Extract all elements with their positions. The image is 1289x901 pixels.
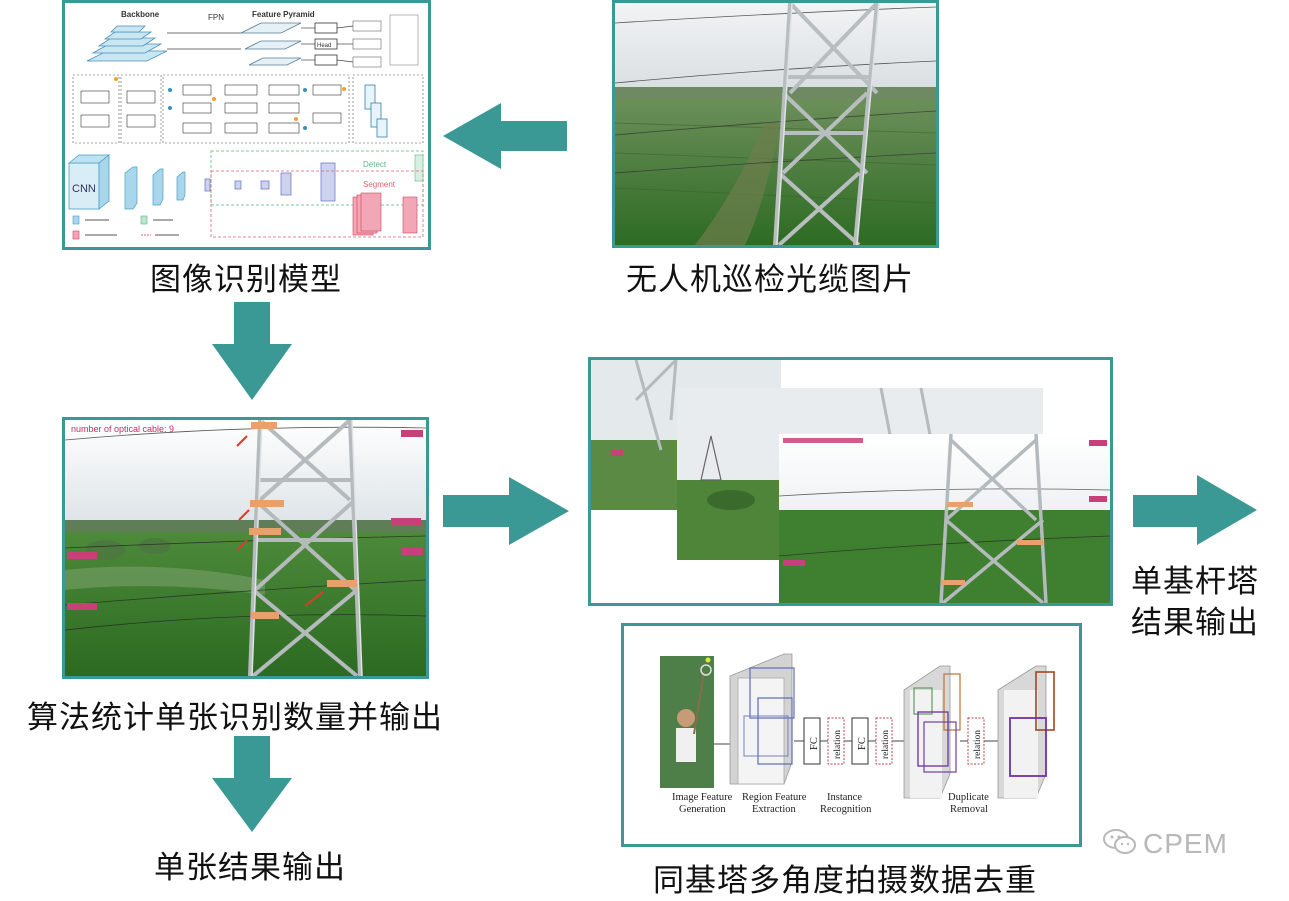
tennis-input-image bbox=[660, 656, 714, 788]
wechat-icon bbox=[1103, 828, 1137, 863]
detection-tags bbox=[67, 422, 423, 619]
detection-arrows bbox=[236, 435, 324, 607]
relation-label-1: relation bbox=[833, 730, 843, 759]
caption-image-feature-2: Generation bbox=[679, 804, 726, 815]
region-feature-map bbox=[729, 653, 795, 785]
segment-label: Segment bbox=[363, 180, 396, 189]
watermark-text: CPEM bbox=[1143, 828, 1228, 859]
fc-label-1: FC bbox=[809, 737, 820, 750]
caption-duplicate-2: Removal bbox=[950, 804, 988, 815]
model-architecture-panel: Backbone FPN Feature Pyramid Head bbox=[62, 0, 431, 250]
final-detections bbox=[997, 665, 1055, 799]
caption-region-feature-1: Region Feature bbox=[742, 792, 807, 803]
head-boxes: Head bbox=[314, 14, 419, 68]
detection-caption: number of optical cable: 9 bbox=[71, 424, 174, 434]
relation-label-3: relation bbox=[973, 730, 983, 759]
intermediate-detections bbox=[903, 665, 961, 799]
count-output-label: 算法统计单张识别数量并输出 bbox=[27, 700, 443, 736]
feature-pyramid-planes bbox=[240, 22, 302, 66]
model-label: 图像识别模型 bbox=[150, 262, 342, 298]
watermark: CPEM bbox=[1103, 828, 1228, 863]
arrow-right-1 bbox=[443, 477, 569, 545]
tower-result-label-1: 单基杆塔 bbox=[1131, 564, 1259, 600]
single-result-label: 单张结果输出 bbox=[154, 850, 346, 886]
relation-network-diagram: FC relation FC relation relation bbox=[660, 653, 1055, 815]
model-architecture-diagram: Backbone FPN Feature Pyramid Head bbox=[67, 10, 424, 240]
arrow-right-2 bbox=[1133, 475, 1257, 545]
model-legend bbox=[72, 215, 179, 240]
fpn-blocks bbox=[204, 162, 336, 202]
conv-blocks bbox=[124, 166, 186, 210]
head-label: Head bbox=[317, 43, 331, 49]
tower-result-label-2: 结果输出 bbox=[1131, 605, 1259, 641]
fc-label-2: FC bbox=[857, 737, 868, 750]
backbone-stack bbox=[86, 25, 168, 62]
fpn-label: FPN bbox=[208, 13, 224, 22]
duplicate-removal-block: relation bbox=[967, 717, 985, 765]
detection-photo: number of optical cable: 9 bbox=[65, 420, 426, 676]
drone-photo-panel bbox=[612, 0, 939, 248]
caption-image-feature-1: Image Feature bbox=[672, 792, 733, 803]
arrow-down-1 bbox=[212, 302, 292, 400]
multi-angle-collage bbox=[591, 360, 1110, 603]
caption-region-feature-2: Extraction bbox=[752, 804, 796, 815]
cnn-label: CNN bbox=[72, 183, 96, 195]
instance-recognition-blocks: FC relation FC relation bbox=[803, 717, 893, 765]
caption-instance-1: Instance bbox=[827, 792, 862, 803]
dedup-label: 同基塔多角度拍摄数据去重 bbox=[653, 863, 1037, 899]
tower-lattice bbox=[773, 3, 879, 245]
drone-photos-label: 无人机巡检光缆图片 bbox=[626, 262, 914, 298]
drone-photo bbox=[615, 3, 936, 245]
cnn-backbone-block: CNN bbox=[67, 154, 111, 210]
detect-label: Detect bbox=[363, 160, 387, 169]
tower-lattice-2 bbox=[248, 420, 362, 676]
segment-output-stack bbox=[352, 192, 418, 236]
arrow-left bbox=[443, 103, 567, 169]
relation-label-2: relation bbox=[881, 730, 891, 759]
backbone-label: Backbone bbox=[121, 10, 160, 19]
caption-duplicate-1: Duplicate bbox=[948, 792, 989, 803]
feature-pyramid-label: Feature Pyramid bbox=[252, 10, 315, 19]
angle-photo-c bbox=[778, 433, 1110, 603]
caption-instance-2: Recognition bbox=[820, 804, 872, 815]
multi-angle-panel bbox=[588, 357, 1113, 606]
arrow-down-2 bbox=[212, 736, 292, 832]
relation-network-panel: FC relation FC relation relation bbox=[621, 623, 1082, 847]
block-details bbox=[72, 74, 424, 144]
detection-photo-panel: number of optical cable: 9 bbox=[62, 417, 429, 679]
